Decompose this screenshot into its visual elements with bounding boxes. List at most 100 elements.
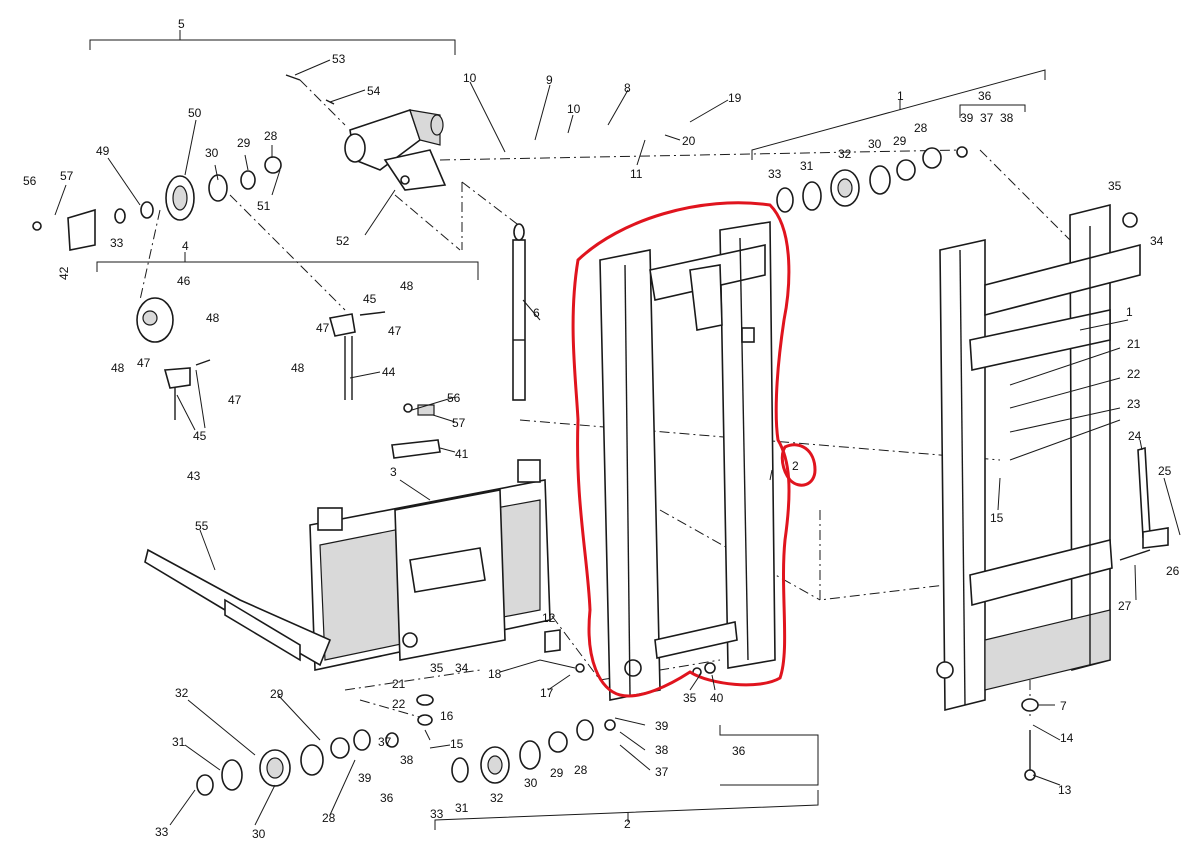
callout-37-bottom-right: 37 bbox=[655, 765, 669, 779]
highlight-outline bbox=[571, 201, 791, 698]
callout-3: 3 bbox=[390, 465, 397, 479]
callout-46: 46 bbox=[177, 274, 191, 288]
callout-33-left: 33 bbox=[110, 236, 124, 250]
callout-27: 27 bbox=[1118, 599, 1132, 613]
callout-31-top: 31 bbox=[800, 159, 814, 173]
callout-10a: 10 bbox=[463, 71, 477, 85]
callout-44: 44 bbox=[382, 365, 396, 379]
callout-31-bottom-left: 31 bbox=[172, 735, 186, 749]
callout-47-d: 47 bbox=[228, 393, 242, 407]
callout-49: 49 bbox=[96, 144, 110, 158]
callout-8: 8 bbox=[624, 81, 631, 95]
pulley-rod bbox=[512, 223, 526, 401]
inner-mast bbox=[599, 221, 776, 701]
callout-36-bottom-left: 36 bbox=[380, 791, 394, 805]
right-roller-group bbox=[776, 146, 968, 213]
callout-38-bottom-left: 38 bbox=[400, 753, 414, 767]
highlight-callout-outline bbox=[780, 443, 817, 487]
callout-35-top: 35 bbox=[1108, 179, 1122, 193]
outer-mast bbox=[936, 203, 1141, 712]
fork-carriage bbox=[144, 403, 551, 671]
callout-9: 9 bbox=[546, 73, 553, 87]
callout-42: 42 bbox=[57, 266, 71, 280]
callout-15-right: 15 bbox=[990, 511, 1004, 525]
callout-29-top: 29 bbox=[893, 134, 907, 148]
callout-16: 16 bbox=[440, 709, 454, 723]
callout-12: 12 bbox=[542, 611, 556, 625]
callout-5: 5 bbox=[178, 17, 185, 31]
callout-22-bottom: 22 bbox=[392, 697, 406, 711]
callout-36-bottom-right: 36 bbox=[732, 744, 746, 758]
callout-17: 17 bbox=[540, 686, 554, 700]
callout-50: 50 bbox=[188, 106, 202, 120]
callout-34-top: 34 bbox=[1150, 234, 1164, 248]
callout-57-mid: 57 bbox=[452, 416, 466, 430]
callout-29-bottom-mid: 29 bbox=[550, 766, 564, 780]
callout-29-left: 29 bbox=[237, 136, 251, 150]
callout-28-bottom-left: 28 bbox=[322, 811, 336, 825]
callout-37-bottom-left: 37 bbox=[378, 735, 392, 749]
callout-20: 20 bbox=[682, 134, 696, 148]
callout-7: 7 bbox=[1060, 699, 1067, 713]
leader-lines bbox=[54, 59, 1181, 826]
callout-1-right: 1 bbox=[1126, 305, 1133, 319]
callout-18: 18 bbox=[488, 667, 502, 681]
callout-6: 6 bbox=[533, 306, 540, 320]
callout-35-mid: 35 bbox=[430, 661, 444, 675]
callout-38-bottom-right: 38 bbox=[655, 743, 669, 757]
callout-37-top: 37 bbox=[980, 111, 994, 125]
group-brackets bbox=[89, 30, 1046, 830]
callout-34-mid: 34 bbox=[455, 661, 469, 675]
callout-30-bottom-left: 30 bbox=[252, 827, 266, 841]
callout-38-top: 38 bbox=[1000, 111, 1014, 125]
callout-30-top: 30 bbox=[868, 137, 882, 151]
callout-15-bottom: 15 bbox=[450, 737, 464, 751]
callout-31-bottom-mid: 31 bbox=[455, 801, 469, 815]
callout-47-b: 47 bbox=[316, 321, 330, 335]
callout-43: 43 bbox=[187, 469, 201, 483]
callout-53: 53 bbox=[332, 52, 346, 66]
callout-labels: 5 53 54 10 9 8 10 19 20 11 1 36 39 37 38… bbox=[23, 17, 1180, 841]
callout-47-c: 47 bbox=[137, 356, 151, 370]
callout-10b: 10 bbox=[567, 102, 581, 116]
callout-39-bottom-left: 39 bbox=[358, 771, 372, 785]
callout-22-right: 22 bbox=[1127, 367, 1141, 381]
callout-32-bottom-mid: 32 bbox=[490, 791, 504, 805]
callout-32-top: 32 bbox=[838, 147, 852, 161]
callout-14: 14 bbox=[1060, 731, 1074, 745]
callout-48-c: 48 bbox=[291, 361, 305, 375]
callout-1-top: 1 bbox=[897, 89, 904, 103]
callout-24: 24 bbox=[1128, 429, 1142, 443]
callout-35-bottom: 35 bbox=[683, 691, 697, 705]
callout-54: 54 bbox=[367, 84, 381, 98]
pulley-assembly-top bbox=[32, 74, 447, 251]
callout-29-bottom-left: 29 bbox=[270, 687, 284, 701]
callout-21-bottom: 21 bbox=[392, 677, 406, 691]
callout-33-bottom-left: 33 bbox=[155, 825, 169, 839]
callout-45-b: 45 bbox=[193, 429, 207, 443]
callout-28-left: 28 bbox=[264, 129, 278, 143]
callout-57-left: 57 bbox=[60, 169, 74, 183]
callout-23: 23 bbox=[1127, 397, 1141, 411]
callout-28-top: 28 bbox=[914, 121, 928, 135]
callout-47-a: 47 bbox=[388, 324, 402, 338]
right-lower-parts bbox=[1021, 446, 1169, 781]
callout-30-left: 30 bbox=[205, 146, 219, 160]
callout-56-left: 56 bbox=[23, 174, 37, 188]
callout-32-bottom-left: 32 bbox=[175, 686, 189, 700]
callout-26: 26 bbox=[1166, 564, 1180, 578]
callout-33-bottom-mid: 33 bbox=[430, 807, 444, 821]
callout-11: 11 bbox=[630, 167, 643, 181]
callout-56-mid: 56 bbox=[447, 391, 461, 405]
callout-2-bottom: 2 bbox=[624, 817, 631, 831]
callout-48-d: 48 bbox=[111, 361, 125, 375]
callout-39-bottom-right: 39 bbox=[655, 719, 669, 733]
callout-21-right: 21 bbox=[1127, 337, 1141, 351]
callout-40: 40 bbox=[710, 691, 724, 705]
callout-45-a: 45 bbox=[363, 292, 377, 306]
callout-39-top: 39 bbox=[960, 111, 974, 125]
callout-33-top: 33 bbox=[768, 167, 782, 181]
bottom-roller-group bbox=[196, 629, 616, 796]
callout-2-mid: 2 bbox=[792, 459, 799, 473]
